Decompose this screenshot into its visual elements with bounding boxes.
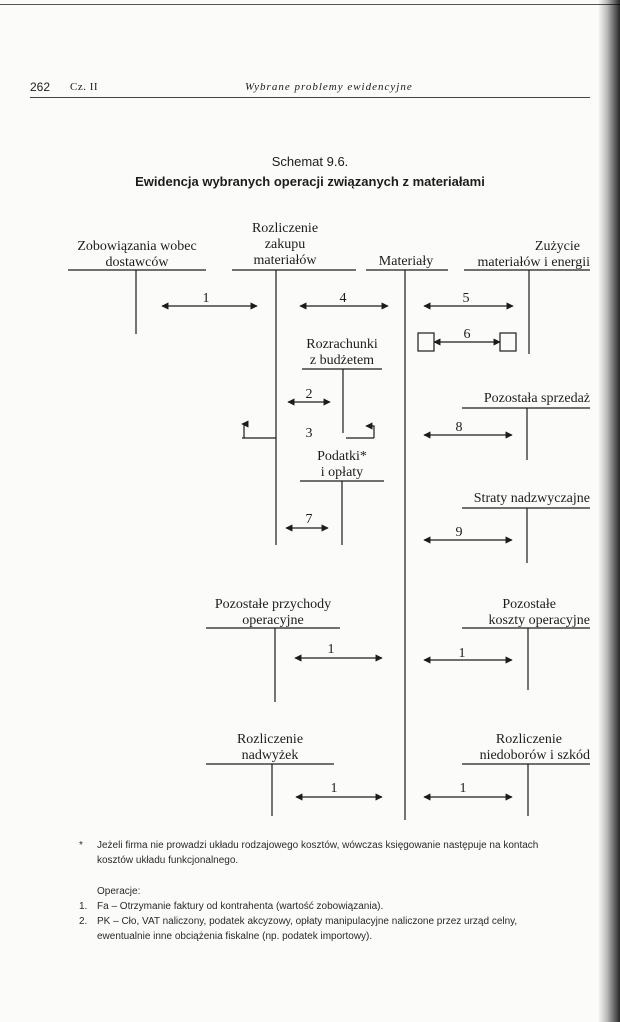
op5-number: 5	[463, 291, 470, 306]
account-rozliczenie-zakupu: Rozliczenie zakupu materiałów	[251, 221, 319, 268]
account-rozliczenie-nadwyzek: Rozliczenie nadwyżek	[236, 732, 304, 763]
account-pozostala-sprzedaz: Pozostała sprzedaż	[483, 391, 590, 406]
account-podatki: Podatki* i opłaty	[317, 449, 367, 480]
account-zuzycie: Zużycie materiałów i energii	[477, 239, 590, 270]
notes-section: * Jeżeli firma nie prowadzi układu rodza…	[79, 838, 567, 944]
footnote-text: Jeżeli firma nie prowadzi układu rodzajo…	[97, 840, 539, 866]
box-op6-left	[417, 332, 435, 352]
op1-nadwyzek-number: 1	[331, 781, 338, 796]
op1-niedoborow-number: 1	[460, 781, 467, 796]
header-rule	[30, 97, 590, 98]
running-title: Wybrane problemy ewidencyjne	[245, 81, 413, 93]
top-edge-rule	[0, 4, 620, 5]
operation-note-1: 1. Fa – Otrzymanie faktury od kontrahent…	[79, 901, 384, 912]
arrow-op3-path	[241, 420, 249, 438]
op8-number: 8	[456, 420, 463, 435]
figure-title: Ewidencja wybranych operacji związanych …	[135, 174, 485, 189]
part-label: Cz. II	[70, 81, 99, 93]
footnote: * Jeżeli firma nie prowadzi układu rodza…	[79, 838, 567, 868]
account-pozostale-przychody: Pozostałe przychody operacyjne	[214, 597, 332, 628]
account-materialy: Materiały	[378, 254, 434, 269]
op1-przychody-number: 1	[328, 642, 335, 657]
account-straty: Straty nadzwyczajne	[473, 491, 590, 506]
op7-number: 7	[306, 512, 313, 527]
op9-number: 9	[456, 525, 463, 540]
account-zobowiazania: Zobowiązania wobec dostawców	[77, 239, 197, 270]
op3-number: 3	[306, 426, 313, 441]
box-op6-right	[499, 332, 517, 352]
operation-note-2: 2. PK – Cło, VAT naliczony, podatek akcy…	[79, 916, 518, 942]
footnote-marker: *	[79, 840, 83, 851]
operations-title: Operacje:	[97, 886, 141, 897]
op4-number: 4	[340, 291, 347, 306]
op2-number: 2	[306, 387, 313, 402]
op1-koszty-number: 1	[459, 646, 466, 661]
op6-number: 6	[464, 327, 471, 342]
page-number: 262	[30, 80, 51, 94]
account-rozrachunki: Rozrachunki z budżetem	[306, 337, 378, 368]
op1-number: 1	[203, 291, 210, 306]
account-pozostale-koszty: Pozostałe koszty operacyjne	[488, 597, 590, 628]
book-spine-shadow	[598, 0, 620, 1022]
figure-label: Schemat 9.6.	[271, 154, 349, 169]
arrow-op3-right	[365, 422, 375, 438]
account-rozliczenie-niedoborow: Rozliczenie niedoborów i szkód	[479, 732, 590, 763]
